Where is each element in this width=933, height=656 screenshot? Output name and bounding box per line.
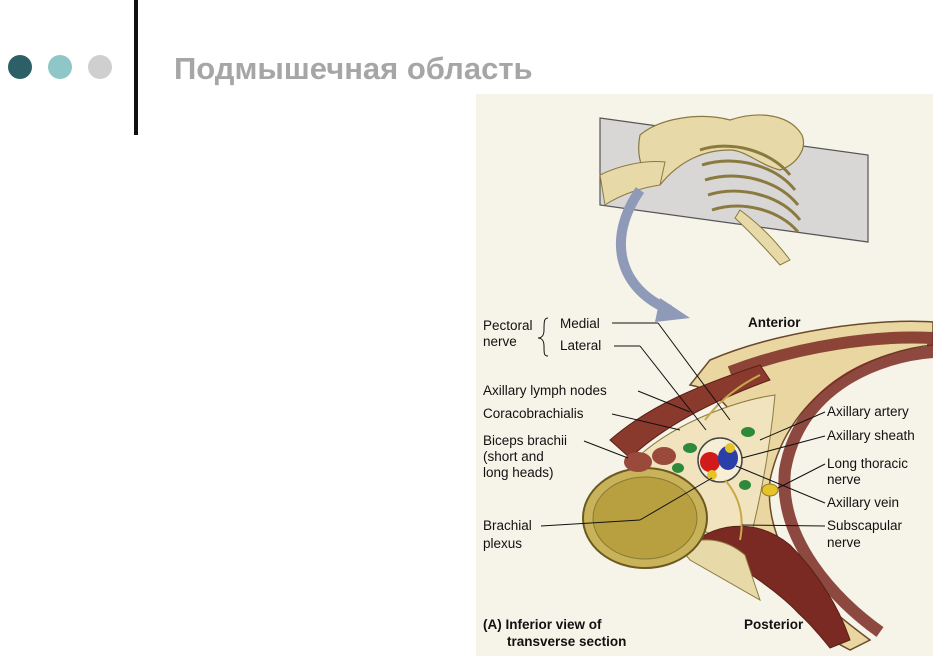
label-lateral: Lateral: [560, 338, 602, 353]
decor-dot-dark: [8, 55, 32, 79]
label-biceps-2: (short and: [483, 449, 544, 464]
decor-dot-gray: [88, 55, 112, 79]
label-axillary-lymph-nodes: Axillary lymph nodes: [483, 383, 607, 398]
label-medial: Medial: [560, 316, 600, 331]
label-brachial-2: plexus: [483, 536, 523, 551]
label-subscapular-2: nerve: [827, 535, 861, 550]
caption-line-2: transverse section: [507, 634, 627, 649]
label-axillary-artery: Axillary artery: [827, 404, 909, 419]
label-long-thoracic-1: Long thoracic: [827, 456, 909, 471]
label-biceps-3: long heads): [483, 465, 554, 480]
label-subscapular-1: Subscapular: [827, 518, 903, 533]
label-axillary-sheath: Axillary sheath: [827, 428, 915, 443]
decor-dot-teal: [48, 55, 72, 79]
anatomy-figure: Pectoral nerve Medial Lateral Anterior A…: [476, 94, 933, 656]
label-brachial-1: Brachial: [483, 518, 532, 533]
label-posterior: Posterior: [744, 617, 804, 632]
title-divider: [134, 0, 138, 135]
label-long-thoracic-2: nerve: [827, 472, 861, 487]
caption-line-1: (A) Inferior view of: [483, 617, 602, 632]
anatomy-illustration: [537, 114, 933, 651]
label-coracobrachialis: Coracobrachialis: [483, 406, 584, 421]
slide-title: Подмышечная область: [174, 51, 533, 86]
label-anterior: Anterior: [748, 315, 801, 330]
label-axillary-vein: Axillary vein: [827, 495, 900, 510]
label-pectoral: Pectoral: [483, 318, 533, 333]
label-pectoral-nerve: nerve: [483, 334, 517, 349]
label-biceps-1: Biceps brachii: [483, 433, 568, 448]
